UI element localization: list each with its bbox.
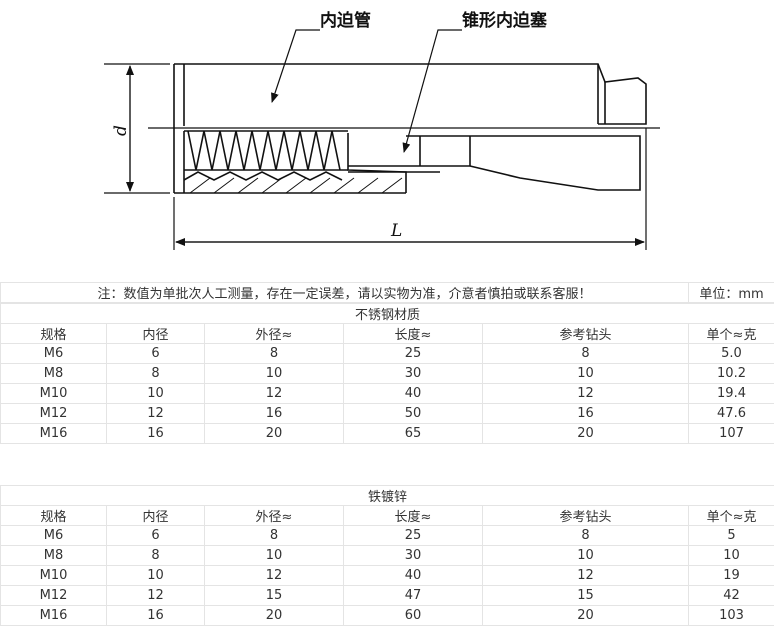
cell: M10 — [0, 565, 107, 586]
cell: 5 — [687, 525, 774, 546]
table-header-row: 规格 内径 外径≈ 长度≈ 参考钻头 单个≈克 — [0, 323, 774, 344]
cell: M16 — [0, 423, 107, 444]
cell: 8 — [106, 363, 205, 384]
cell: 42 — [687, 585, 774, 606]
header-cell: 内径 — [106, 505, 205, 526]
table-header-row: 规格 内径 外径≈ 长度≈ 参考钻头 单个≈克 — [0, 505, 774, 526]
cell: 25 — [343, 343, 483, 364]
cell: M12 — [0, 585, 107, 606]
cell: 60 — [343, 605, 483, 626]
cell: 6 — [106, 343, 205, 364]
cell: 103 — [687, 605, 774, 626]
cell: 10 — [482, 363, 689, 384]
cell: 5.0 — [687, 343, 774, 364]
cell: 10 — [482, 545, 689, 566]
header-cell: 外径≈ — [204, 323, 344, 344]
cell: 10 — [204, 363, 344, 384]
cell: 10 — [204, 545, 344, 566]
header-cell: 参考钻头 — [482, 323, 689, 344]
cell: 20 — [204, 605, 344, 626]
cell: 107 — [687, 423, 774, 444]
cell: 6 — [106, 525, 205, 546]
table-title: 铁镀锌 — [0, 485, 774, 506]
header-cell: 长度≈ — [343, 505, 483, 526]
dim-L-label: L — [390, 221, 402, 241]
cell: 30 — [343, 545, 483, 566]
unit-label: 单位：mm — [688, 282, 774, 303]
cell: 50 — [343, 403, 483, 424]
cell: 40 — [343, 383, 483, 404]
cell: M12 — [0, 403, 107, 424]
cell: 12 — [106, 585, 205, 606]
cell: 8 — [204, 525, 344, 546]
cell: M6 — [0, 525, 107, 546]
cell: 8 — [204, 343, 344, 364]
header-cell: 单个≈克 — [687, 323, 774, 344]
cell: 10.2 — [687, 363, 774, 384]
cell: 12 — [204, 565, 344, 586]
header-cell: 参考钻头 — [482, 505, 689, 526]
cell: 19 — [687, 565, 774, 586]
header-cell: 长度≈ — [343, 323, 483, 344]
cell: 12 — [204, 383, 344, 404]
cell: 65 — [343, 423, 483, 444]
header-cell: 规格 — [0, 323, 107, 344]
header-cell: 内径 — [106, 323, 205, 344]
dim-d-label: d — [111, 125, 131, 136]
cell: 12 — [482, 383, 689, 404]
measurement-note: 注：数值为单批次人工测量，存在一定误差，请以实物为准，介意者慎拍或联系客服！ — [0, 282, 689, 303]
cell: 20 — [204, 423, 344, 444]
cell: 10 — [687, 545, 774, 566]
cell: 20 — [482, 605, 689, 626]
cell: 15 — [204, 585, 344, 606]
label-cone-plug: 锥形内迫塞 — [462, 10, 548, 31]
cell: 20 — [482, 423, 689, 444]
cell: 10 — [106, 383, 205, 404]
cell: M8 — [0, 545, 107, 566]
cell: M8 — [0, 363, 107, 384]
cell: M6 — [0, 343, 107, 364]
header-cell: 单个≈克 — [687, 505, 774, 526]
cell: 15 — [482, 585, 689, 606]
cone-plug — [347, 133, 407, 193]
cell: M10 — [0, 383, 107, 404]
sleeve-outline — [174, 63, 647, 125]
anchor-technical-drawing: 内迫管 锥形内迫塞 d L — [104, 10, 660, 250]
cell: 16 — [482, 403, 689, 424]
cell: 12 — [106, 403, 205, 424]
cell: 47.6 — [687, 403, 774, 424]
cell: 12 — [482, 565, 689, 586]
cell: 25 — [343, 525, 483, 546]
cell: 8 — [482, 343, 689, 364]
cell: M16 — [0, 605, 107, 626]
cell: 47 — [343, 585, 483, 606]
table-title: 不锈钢材质 — [0, 303, 774, 324]
label-outer-sleeve: 内迫管 — [320, 10, 371, 31]
cell: 16 — [106, 423, 205, 444]
cell: 16 — [106, 605, 205, 626]
thread-profile — [187, 130, 341, 171]
header-cell: 外径≈ — [204, 505, 344, 526]
cell: 40 — [343, 565, 483, 586]
cell: 8 — [106, 545, 205, 566]
cell: 16 — [204, 403, 344, 424]
header-cell: 规格 — [0, 505, 107, 526]
cell: 8 — [482, 525, 689, 546]
cell: 30 — [343, 363, 483, 384]
note-table: 注：数值为单批次人工测量，存在一定误差，请以实物为准，介意者慎拍或联系客服！ 单… — [0, 282, 774, 303]
cell: 10 — [106, 565, 205, 586]
cell: 19.4 — [687, 383, 774, 404]
